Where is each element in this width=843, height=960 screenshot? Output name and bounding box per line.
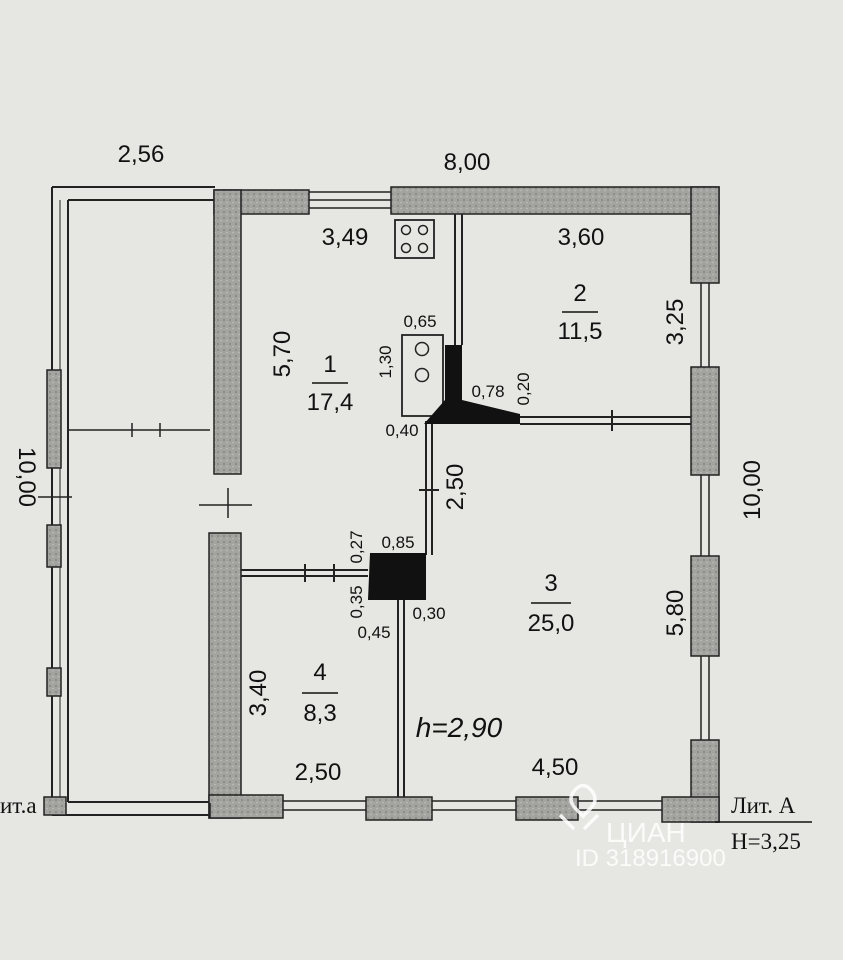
room-1-number: 1 <box>323 351 336 378</box>
exterior-walls <box>208 186 720 823</box>
dim-room3-bottom: 4,50 <box>532 754 579 781</box>
house-height-label: Н=3,25 <box>731 829 801 854</box>
annex-label: ит.а <box>0 793 37 818</box>
cian-logo-icon <box>558 783 600 831</box>
watermark: ЦИАН ID 318916900 <box>558 783 726 872</box>
stove-1 <box>401 334 520 424</box>
dim-annex-width: 2,56 <box>118 141 165 168</box>
dim-stove-height: 1,30 <box>376 345 395 378</box>
dim-wall-b: 0,40 <box>385 421 418 440</box>
dim-room1-top: 3,49 <box>322 224 369 251</box>
stove-2 <box>368 553 426 600</box>
dim-stove2-side: 0,27 <box>347 530 366 563</box>
room-4-label: 4 8,3 <box>302 659 338 727</box>
dim-stove2-top: 0,85 <box>381 533 414 552</box>
dim-room4-bottom: 2,50 <box>295 759 342 786</box>
watermark-brand: ЦИАН <box>606 817 686 848</box>
room-3-label: 3 25,0 <box>528 570 575 637</box>
dim-stove2-a: 0,35 <box>347 585 366 618</box>
room-3-number: 3 <box>544 570 557 597</box>
dim-annex-height: 10,00 <box>13 447 40 507</box>
dim-stove2-c: 0,30 <box>412 604 445 623</box>
ceiling-height: h=2,90 <box>416 712 503 743</box>
house-label: Лит. А <box>731 793 796 818</box>
room-1-area: 17,4 <box>307 389 354 416</box>
room-4-number: 4 <box>313 659 326 686</box>
windows <box>209 191 710 818</box>
dim-chimney: 0,78 <box>471 382 504 401</box>
annex-windows <box>43 369 67 816</box>
room-3-area: 25,0 <box>528 610 575 637</box>
dim-corridor: 2,50 <box>442 464 469 511</box>
room-2-number: 2 <box>573 280 586 307</box>
dim-wall-a: 0,20 <box>514 372 533 405</box>
dim-room3-right: 5,80 <box>662 590 689 637</box>
dim-house-height: 10,00 <box>739 460 766 520</box>
dim-house-width: 8,00 <box>444 149 491 176</box>
entrance-door <box>199 488 252 518</box>
interior-partitions <box>241 214 691 797</box>
dim-room1-left: 5,70 <box>269 331 296 378</box>
watermark-id: ID 318916900 <box>575 845 726 872</box>
annex-outline <box>51 186 215 816</box>
dim-stove-width: 0,65 <box>403 312 436 331</box>
room-2-area: 11,5 <box>558 318 603 345</box>
room-1-label: 1 17,4 <box>307 351 354 416</box>
room-4-area: 8,3 <box>303 700 336 727</box>
dim-room2-top: 3,60 <box>558 224 605 251</box>
room-2-label: 2 11,5 <box>558 280 603 345</box>
dim-stove2-b: 0,45 <box>357 623 390 642</box>
cooker-icon <box>394 219 435 259</box>
dim-room2-right: 3,25 <box>662 299 689 346</box>
dim-room4-left: 3,40 <box>245 670 272 717</box>
